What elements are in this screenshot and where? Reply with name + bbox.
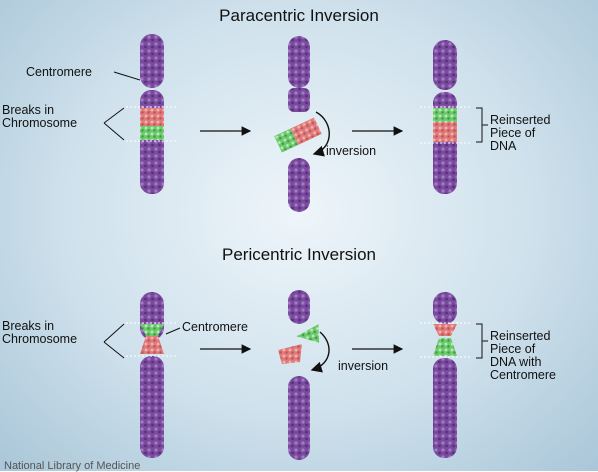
reinserted-bracket-2 <box>476 323 488 359</box>
breaks2-line1: Breaks in <box>2 319 55 333</box>
reinserted-label-2: Reinserted Piece of DNA with Centromere <box>490 330 556 382</box>
centromere-label-2: Centromere <box>182 320 248 334</box>
centromere-pointer <box>113 71 141 81</box>
breaks-pointer-2 <box>103 323 125 359</box>
reinserted-line1: Reinserted <box>490 113 551 127</box>
reinserted2-line1: Reinserted <box>490 329 551 343</box>
breaks-label-2: Breaks in Chromosome <box>2 320 77 346</box>
paracentric-breaking-chromosome <box>274 36 330 212</box>
reinserted2-line3: DNA with <box>490 355 542 369</box>
pericentric-breaking-chromosome <box>278 290 330 460</box>
breaks-label-line2: Chromosome <box>2 116 78 130</box>
reinserted-label: Reinserted Piece of DNA <box>490 114 550 153</box>
breaks-pointer <box>103 107 125 141</box>
inversion-label-2: inversion <box>338 359 389 373</box>
paracentric-result-chromosome <box>420 40 470 194</box>
reinserted2-line4: Centromere <box>490 368 556 382</box>
reinserted-line3: DNA <box>490 139 517 153</box>
centromere-pointer-2 <box>165 327 181 335</box>
pericentric-title: Pericentric Inversion <box>221 245 376 264</box>
reinserted-bracket <box>476 107 488 143</box>
reinserted2-line2: Piece of <box>490 342 536 356</box>
credit-text: National Library of Medicine <box>4 460 141 472</box>
paracentric-title: Paracentric Inversion <box>219 6 379 25</box>
inversion-label: inversion <box>326 144 377 158</box>
breaks-label: Breaks in Chromosome <box>2 104 77 130</box>
breaks-label-line1: Breaks in <box>2 103 55 117</box>
pericentric-result-chromosome <box>420 292 470 458</box>
reinserted-line2: Piece of <box>490 126 536 140</box>
paracentric-original-chromosome <box>126 34 178 194</box>
centromere-label: Centromere <box>26 65 92 79</box>
breaks2-line2: Chromosome <box>2 332 78 346</box>
pericentric-original-chromosome <box>126 292 178 458</box>
